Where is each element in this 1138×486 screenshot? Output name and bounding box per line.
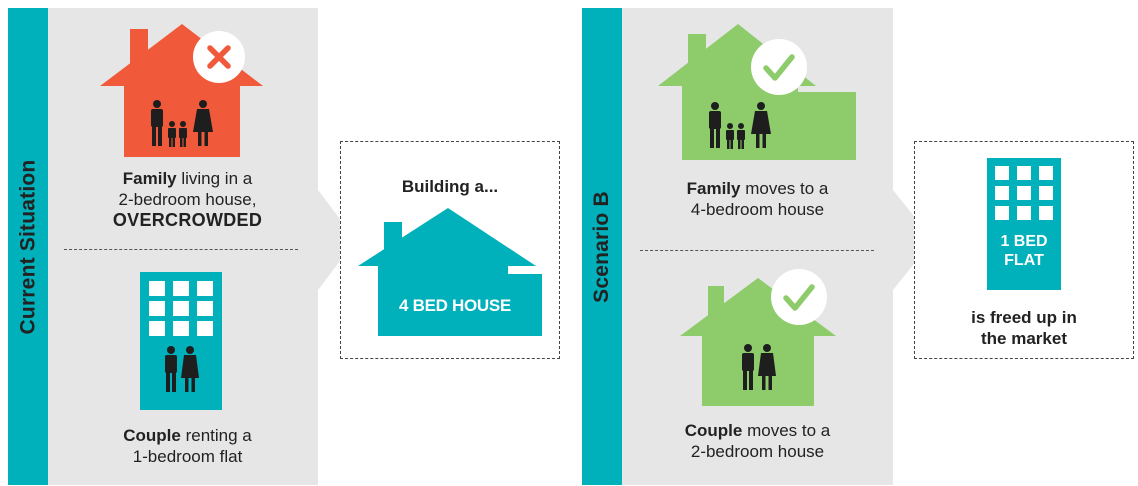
family-icon	[709, 102, 771, 149]
current-situation-label: Current Situation	[16, 159, 39, 334]
flat-building-icon	[140, 272, 222, 410]
four-bed-house-icon	[358, 208, 542, 336]
overcrowded-label: OVERCROWDED	[112, 210, 263, 230]
couple-moves-caption: Couple moves to a 2-bedroom house	[684, 421, 831, 461]
family-overcrowded-caption: Family living in a 2-bedroom house, OVER…	[60, 168, 315, 231]
couple-icon	[165, 346, 199, 392]
check-icon	[771, 269, 827, 325]
current-situation-sidebar: Current Situation	[8, 8, 48, 485]
cross-icon	[193, 31, 245, 83]
divider	[640, 250, 874, 251]
panel-arrow	[318, 190, 356, 290]
family-icon	[151, 100, 213, 147]
couple-renting-caption: Couple renting a 1-bedroom flat	[123, 426, 252, 466]
couple-icon	[742, 344, 776, 390]
divider	[64, 249, 298, 250]
flat-building-icon	[987, 158, 1061, 290]
scenario-b-label: Scenario B	[590, 190, 613, 303]
check-icon	[751, 39, 807, 95]
building-title: Building a...	[401, 177, 499, 196]
freed-up-caption: is freed up in the market	[971, 308, 1077, 348]
four-bed-house-label: 4 BED HOUSE	[399, 296, 511, 315]
scenario-b-sidebar: Scenario B	[582, 8, 622, 485]
family-moves-caption: Family moves to a 4-bedroom house	[686, 179, 829, 219]
panel-arrow	[893, 190, 933, 290]
one-bed-flat-label: 1 BED FLAT	[1000, 233, 1048, 269]
